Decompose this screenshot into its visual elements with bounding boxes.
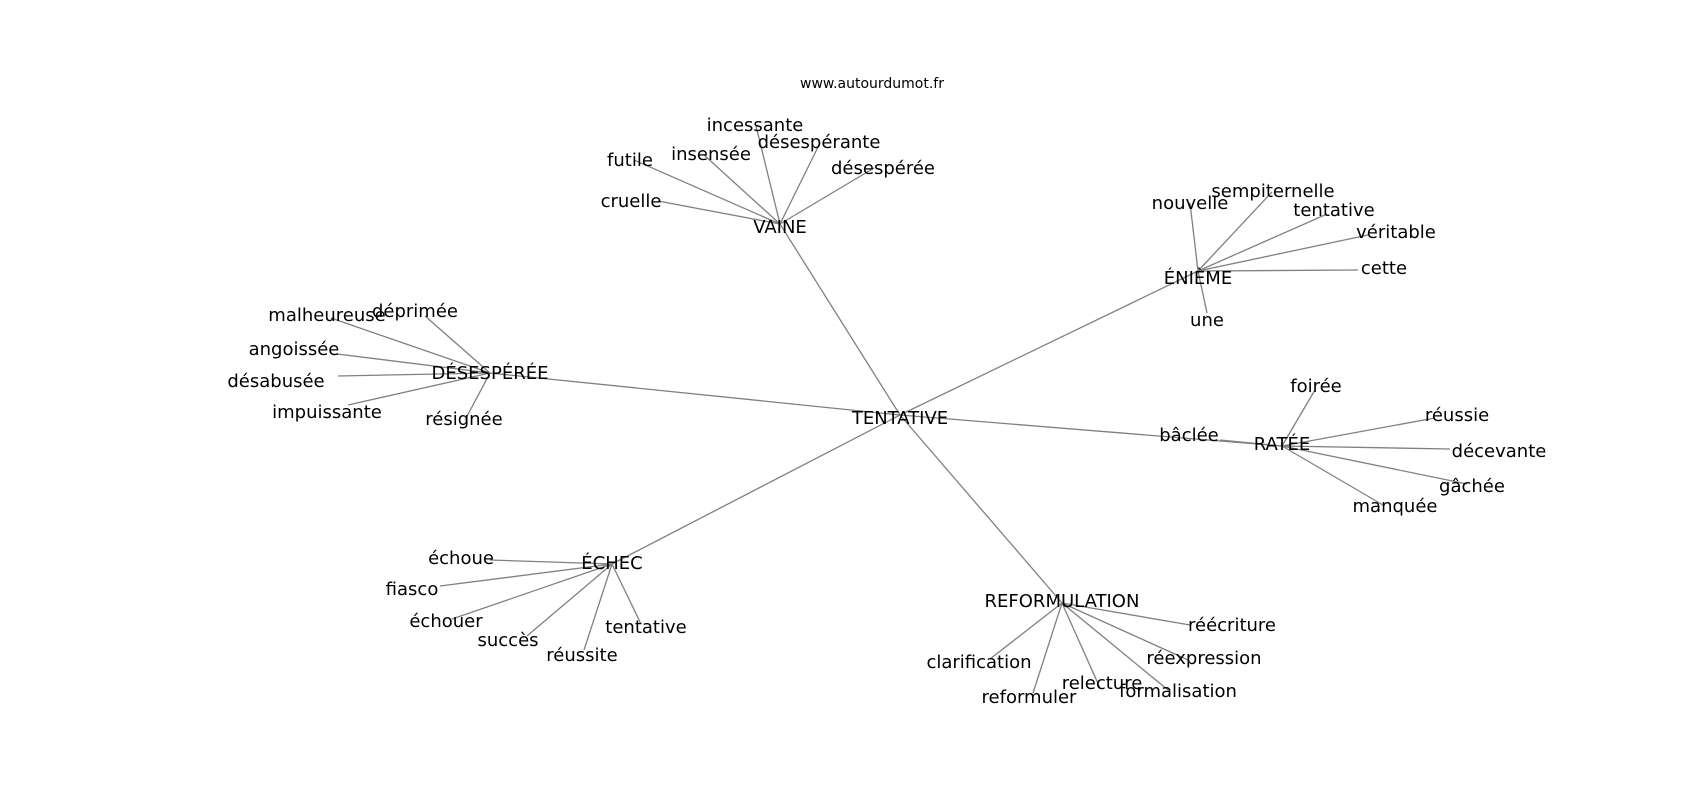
leaf-node-label: malheureuse — [268, 305, 385, 326]
leaf-node-label: échoue — [428, 548, 494, 569]
leaf-node-label: réexpression — [1146, 648, 1261, 669]
leaf-edge — [1189, 202, 1199, 272]
leaf-edge — [464, 372, 491, 421]
leaf-node-label: résignée — [425, 409, 502, 430]
leaf-edge — [611, 563, 642, 625]
leaf-node-label: désespérante — [758, 132, 881, 153]
leaf-node-label: foirée — [1290, 376, 1342, 397]
leaf-edge — [330, 317, 491, 374]
cluster-node-label: ÉNIÈME — [1164, 267, 1232, 289]
leaf-node-label: décevante — [1452, 441, 1547, 462]
center-edge — [899, 270, 1199, 416]
leaf-edge — [1281, 389, 1316, 447]
leaf-node-label: réussite — [546, 645, 617, 666]
leaf-edge — [703, 154, 781, 225]
leaf-node-label: réécriture — [1188, 615, 1276, 636]
cluster-node-label: RATÉE — [1254, 433, 1310, 455]
edge-layer — [330, 125, 1468, 694]
leaf-node-label: relecture — [1062, 673, 1143, 694]
leaf-node-label: fiasco — [386, 579, 439, 600]
leaf-node-label: nouvelle — [1152, 193, 1229, 214]
label-layer: www.autourdumot.fr TENTATIVE VAINE incessa… — [227, 76, 1546, 708]
leaf-node-label: manquée — [1353, 496, 1438, 517]
leaf-node-label: échouer — [409, 611, 483, 632]
leaf-edge — [1061, 602, 1169, 691]
leaf-edge — [336, 353, 491, 374]
leaf-edge — [989, 602, 1063, 660]
leaf-edge — [424, 315, 491, 374]
leaf-edge — [1281, 417, 1436, 447]
leaf-node-label: cruelle — [601, 191, 662, 212]
site-url: www.autourdumot.fr — [800, 76, 944, 92]
leaf-edge — [1197, 213, 1328, 272]
leaf-edge — [1061, 602, 1191, 626]
center-edge — [899, 414, 1283, 447]
leaf-node-label: déprimée — [372, 301, 458, 322]
leaf-node-label: impuissante — [272, 402, 382, 423]
leaf-edge — [1197, 270, 1208, 314]
center-node-label: TENTATIVE — [851, 408, 948, 429]
cluster-node-label: VAINE — [753, 217, 807, 238]
leaf-node-label: véritable — [1356, 222, 1436, 243]
leaf-node-label: succès — [477, 630, 538, 651]
leaf-edge — [633, 159, 781, 225]
leaf-node-label: futile — [607, 150, 653, 171]
center-edge — [489, 372, 901, 416]
cluster-node-label: DÉSESPÉRÉE — [432, 362, 549, 384]
leaf-edge — [439, 563, 613, 587]
cluster-node-label: REFORMULATION — [985, 591, 1140, 612]
leaf-edge — [1197, 234, 1369, 272]
leaf-edge — [1061, 602, 1101, 689]
leaf-edge — [526, 563, 613, 637]
leaf-node-label: cette — [1361, 258, 1407, 279]
leaf-node-label: gâchée — [1439, 476, 1505, 497]
leaf-edge — [583, 563, 613, 651]
leaf-edge — [489, 559, 613, 565]
leaf-node-label: formalisation — [1119, 681, 1237, 702]
leaf-node-label: réussie — [1425, 405, 1489, 426]
leaf-node-label: désabusée — [227, 371, 324, 392]
leaf-edge — [347, 372, 491, 406]
leaf-edge — [1197, 191, 1273, 272]
center-edge — [899, 414, 1063, 604]
leaf-edge — [1281, 445, 1384, 506]
center-edge — [779, 223, 901, 416]
leaf-node-label: tentative — [1293, 200, 1374, 221]
leaf-node-label: désespérée — [831, 158, 935, 179]
leaf-edge — [1032, 602, 1063, 694]
leaf-node-label: angoissée — [249, 339, 340, 360]
leaf-node-label: clarification — [926, 652, 1031, 673]
leaf-edge — [779, 142, 821, 225]
leaf-node-label: reformuler — [982, 687, 1078, 708]
leaf-node-label: incessante — [707, 115, 804, 136]
leaf-node-label: bâclée — [1159, 425, 1219, 446]
leaf-edge — [1061, 602, 1189, 661]
center-edge — [611, 414, 901, 565]
cluster-node-label: ÉCHEC — [581, 552, 642, 574]
leaf-edge — [1281, 445, 1451, 450]
leaf-edge — [1197, 269, 1359, 272]
leaf-edge — [451, 563, 613, 620]
leaf-node-label: insensée — [671, 144, 751, 165]
leaf-node-label: une — [1190, 310, 1224, 331]
leaf-edge — [779, 167, 875, 225]
leaf-edge — [1281, 445, 1468, 485]
leaf-edge — [755, 125, 781, 225]
leaf-edge — [657, 200, 781, 225]
leaf-node-label: sempiternelle — [1211, 181, 1334, 202]
leaf-node-label: tentative — [605, 617, 686, 638]
leaf-edge — [337, 372, 491, 377]
leaf-edge — [1219, 439, 1283, 447]
